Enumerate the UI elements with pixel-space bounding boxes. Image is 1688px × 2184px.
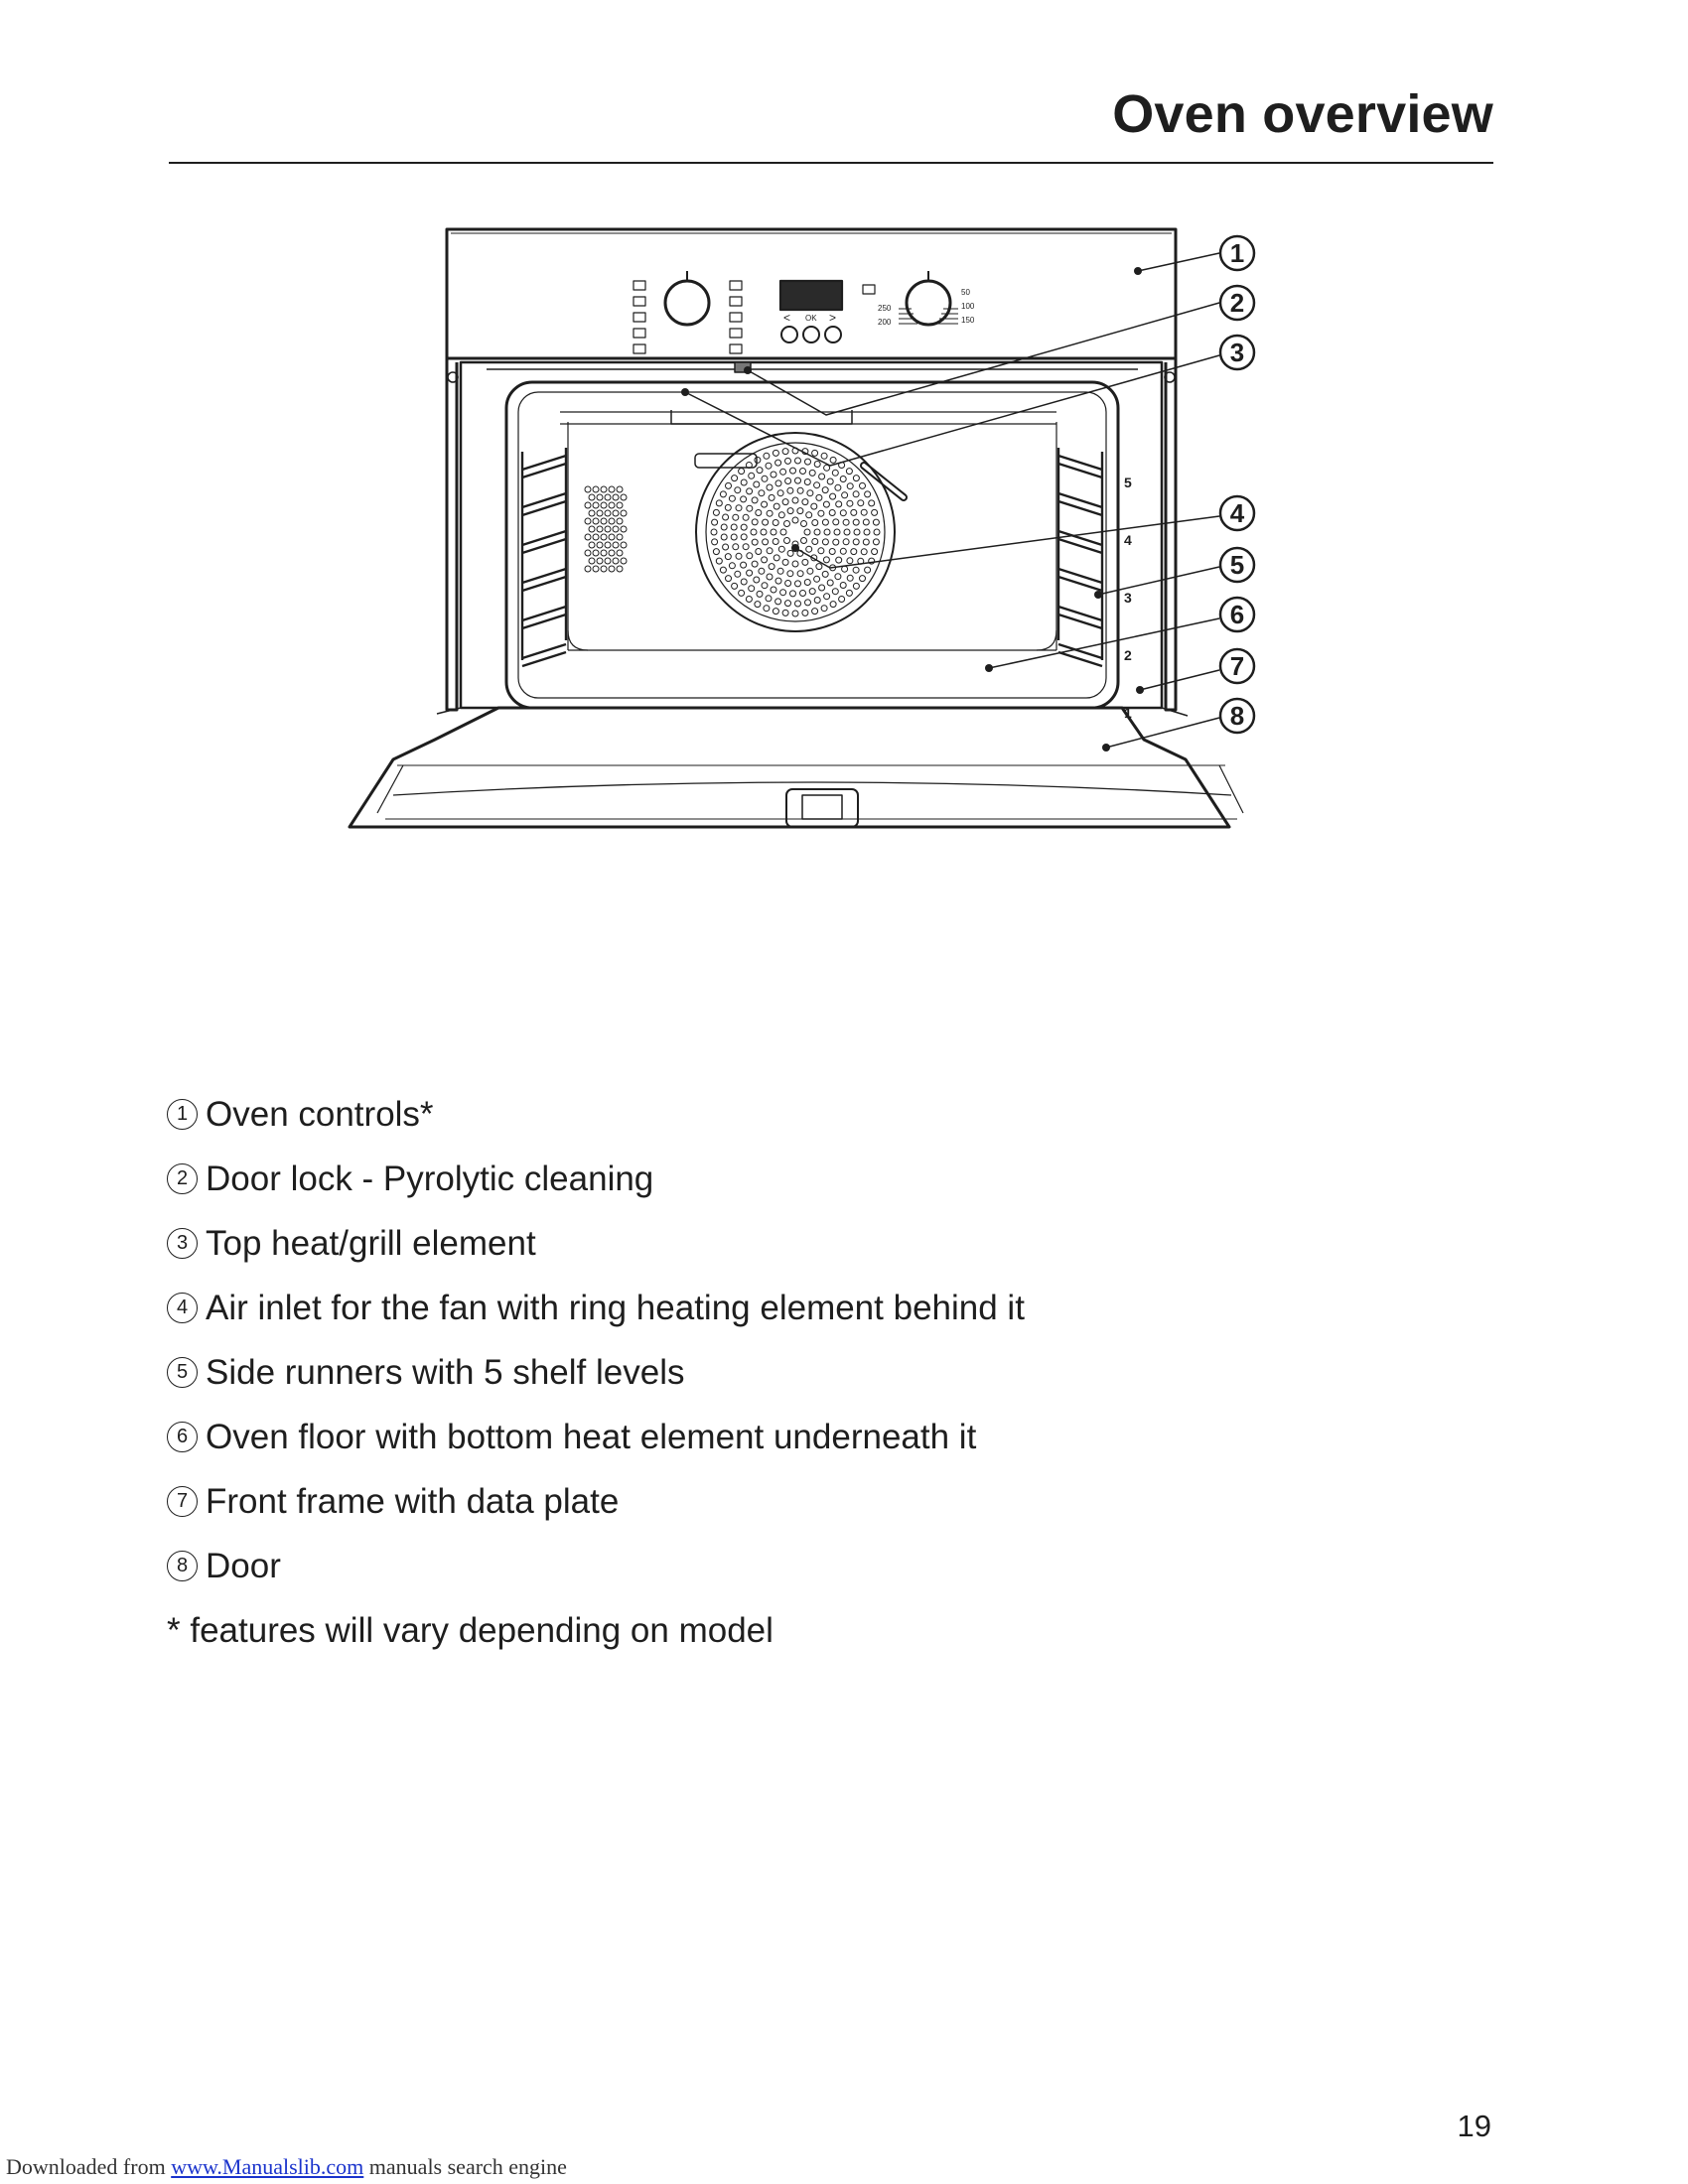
oven-door: [348, 706, 1244, 829]
legend-item: 1 Oven controls*: [167, 1082, 1458, 1147]
shelf-level-4: 4: [1124, 532, 1132, 548]
legend-number: 6: [167, 1422, 198, 1452]
legend-item: 8 Door: [167, 1534, 1458, 1598]
sensor-buttons: [780, 326, 842, 343]
callout-dots: [681, 267, 1144, 751]
door-lock-rail: [485, 361, 1140, 373]
svg-text:5: 5: [1230, 550, 1244, 580]
download-prefix: Downloaded from: [6, 2154, 166, 2179]
temp-label-150: 150: [961, 316, 975, 325]
legend-list: 1 Oven controls* 2 Door lock - Pyrolytic…: [167, 1082, 1458, 1663]
side-runners-right: [1056, 448, 1104, 668]
legend-text: Door: [206, 1546, 281, 1585]
svg-text:1: 1: [1230, 238, 1244, 268]
temperature-knob: [862, 271, 958, 327]
legend-item: 7 Front frame with data plate: [167, 1469, 1458, 1534]
legend-number: 4: [167, 1293, 198, 1323]
callout-6: 6: [1218, 596, 1256, 633]
right-arrow-label: >: [829, 311, 836, 325]
legend-item: 6 Oven floor with bottom heat element un…: [167, 1405, 1458, 1469]
svg-text:6: 6: [1230, 600, 1244, 629]
temp-label-50: 50: [961, 288, 970, 297]
download-suffix: manuals search engine: [368, 2154, 567, 2179]
legend-number: 2: [167, 1163, 198, 1194]
legend-text: Top heat/grill element: [206, 1223, 536, 1263]
legend-number: 7: [167, 1486, 198, 1517]
temp-label-100: 100: [961, 302, 975, 311]
download-notice: Downloaded from www.Manualslib.com manua…: [6, 2154, 567, 2180]
legend-item: 2 Door lock - Pyrolytic cleaning: [167, 1147, 1458, 1211]
callout-4: 4: [1218, 494, 1256, 532]
callout-5: 5: [1218, 546, 1256, 584]
svg-text:7: 7: [1230, 651, 1244, 681]
top-element: [670, 410, 853, 425]
callout-1: 1: [1218, 234, 1256, 272]
fan-air-inlet: [695, 432, 896, 632]
legend-text: Front frame with data plate: [206, 1481, 620, 1521]
legend-text: Oven controls*: [206, 1094, 434, 1134]
page-title: Oven overview: [1112, 84, 1493, 144]
legend-item: 4 Air inlet for the fan with ring heatin…: [167, 1276, 1458, 1340]
svg-text:2: 2: [1230, 288, 1244, 318]
svg-text:4: 4: [1230, 498, 1245, 528]
legend-item: 3 Top heat/grill element: [167, 1211, 1458, 1276]
callout-2: 2: [1218, 284, 1256, 322]
side-vent: [584, 485, 628, 573]
control-panel: [445, 227, 1178, 360]
legend-text: Air inlet for the fan with ring heating …: [206, 1288, 1025, 1327]
callout-leaders: [684, 252, 1220, 749]
legend-item: 5 Side runners with 5 shelf levels: [167, 1340, 1458, 1405]
svg-text:8: 8: [1230, 701, 1244, 731]
manualslib-link[interactable]: www.Manualslib.com: [171, 2154, 364, 2179]
function-selector-knob: [663, 271, 711, 327]
callout-3: 3: [1218, 334, 1256, 371]
page-number: 19: [1457, 2109, 1491, 2143]
temp-label-200: 200: [878, 318, 892, 327]
shelf-level-3: 3: [1124, 590, 1132, 606]
legend-number: 1: [167, 1099, 198, 1130]
footnote: * features will vary depending on model: [167, 1610, 774, 1650]
shelf-level-1: 1: [1124, 705, 1132, 721]
shelf-level-5: 5: [1124, 475, 1132, 490]
function-icons-left: [633, 280, 743, 354]
left-arrow-label: <: [783, 311, 790, 325]
side-runners-left: [520, 448, 568, 668]
ok-label: OK: [805, 314, 817, 323]
title-rule: [169, 162, 1493, 164]
display: [778, 279, 844, 312]
callout-8: 8: [1218, 697, 1256, 735]
legend-number: 3: [167, 1228, 198, 1259]
oven-diagram: OK < > 250 200 50 100 150 5 4 3 2 1 1 2 …: [348, 227, 1256, 829]
oven-cavity: [504, 380, 1120, 710]
shelf-level-2: 2: [1124, 647, 1132, 663]
legend-number: 8: [167, 1551, 198, 1581]
temp-label-250: 250: [878, 304, 892, 313]
legend-number: 5: [167, 1357, 198, 1388]
legend-text: Side runners with 5 shelf levels: [206, 1352, 685, 1392]
callout-7: 7: [1218, 647, 1256, 685]
legend-text: Door lock - Pyrolytic cleaning: [206, 1159, 654, 1198]
legend-text: Oven floor with bottom heat element unde…: [206, 1417, 977, 1456]
svg-text:3: 3: [1230, 338, 1244, 367]
